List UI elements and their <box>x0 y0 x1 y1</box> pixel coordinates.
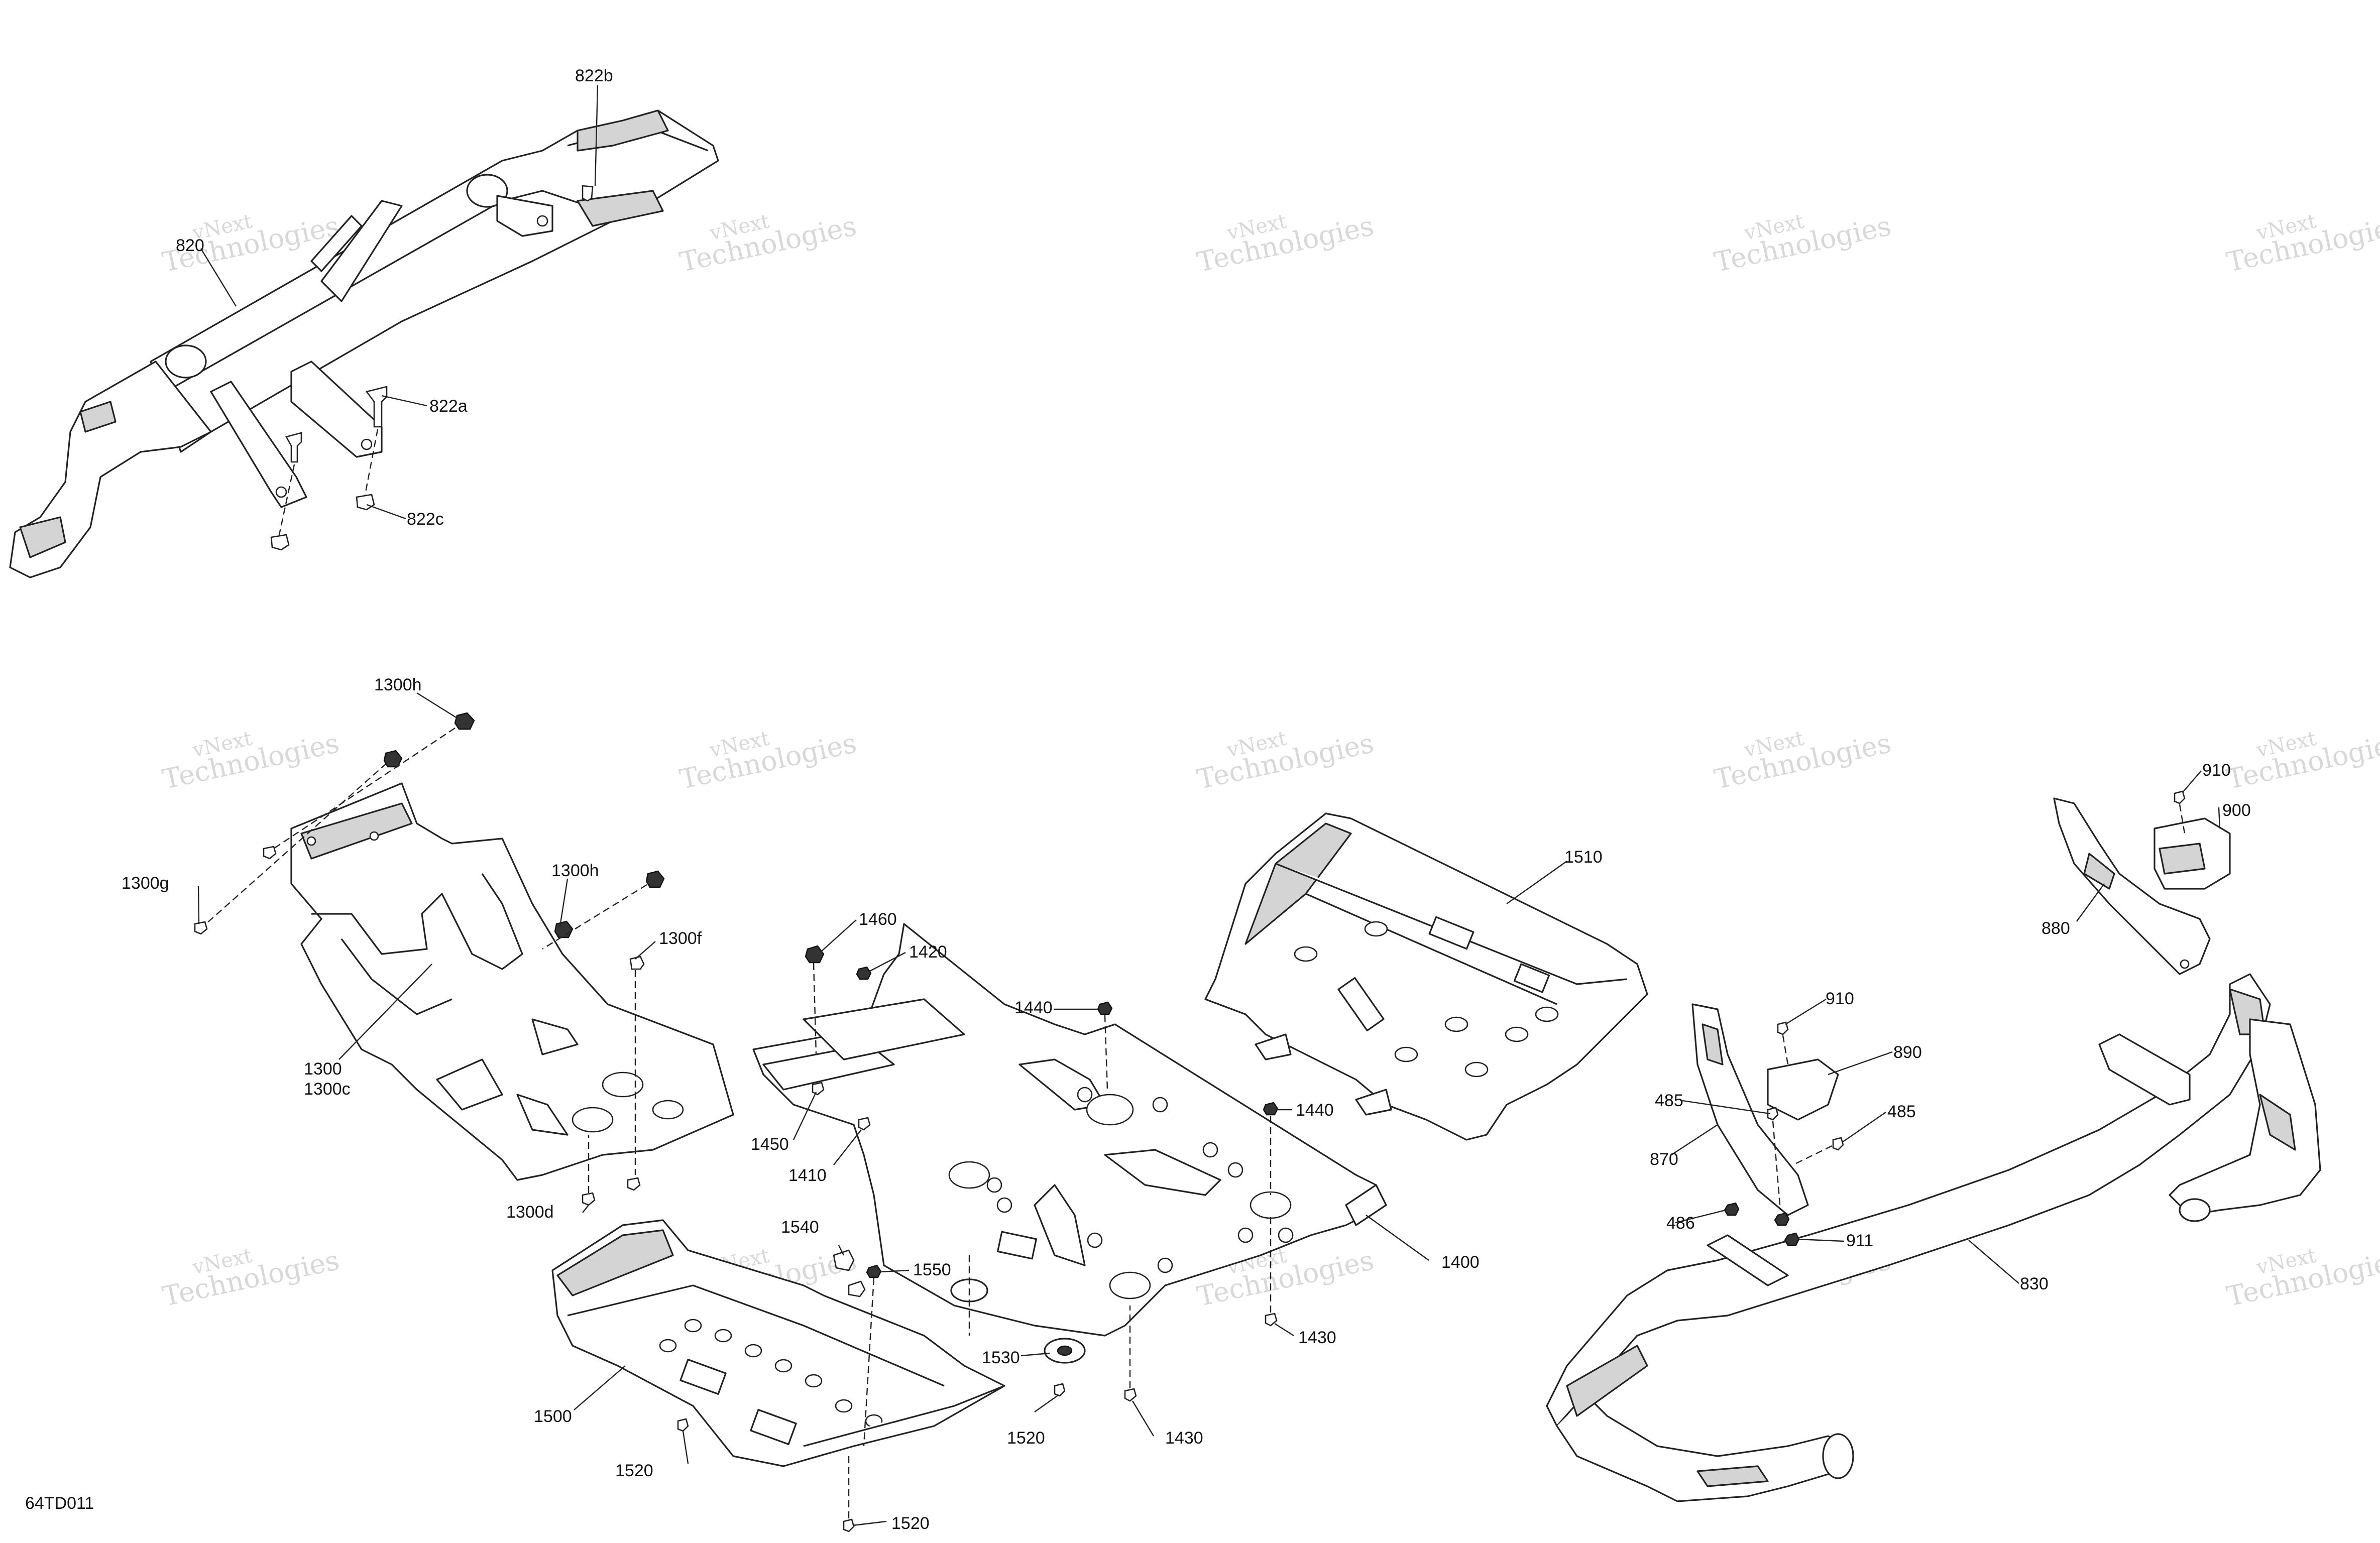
callout-1300[interactable]: 1300 <box>304 1059 342 1079</box>
callout-labels: 822b 820 822a 822c 1300h 1300g 1300h 130… <box>25 66 2251 1533</box>
callout-485-a[interactable]: 485 <box>1655 1091 1683 1110</box>
callout-1510[interactable]: 1510 <box>1564 848 1603 867</box>
part-830-tube[interactable] <box>1546 973 2321 1502</box>
fastener-1300-group[interactable] <box>194 712 665 1206</box>
callout-485-b[interactable]: 485 <box>1887 1102 1916 1121</box>
callout-822b[interactable]: 822b <box>575 66 613 85</box>
callout-1550[interactable]: 1550 <box>913 1260 951 1279</box>
callout-900[interactable]: 900 <box>2222 801 2251 820</box>
callout-910-mid[interactable]: 910 <box>1826 989 1854 1008</box>
part-1500-skid-plate[interactable] <box>551 1219 1005 1467</box>
callout-1300h-top[interactable]: 1300h <box>374 675 422 694</box>
callout-870[interactable]: 870 <box>1650 1150 1678 1169</box>
callout-822a[interactable]: 822a <box>429 397 468 416</box>
callout-1450[interactable]: 1450 <box>751 1135 789 1154</box>
callout-1440-top[interactable]: 1440 <box>1014 998 1053 1017</box>
callout-1300h-mid[interactable]: 1300h <box>551 861 599 880</box>
callout-880[interactable]: 880 <box>2042 919 2070 938</box>
part-1300-skid-plate[interactable] <box>290 782 734 1181</box>
callout-911[interactable]: 911 <box>1846 1231 1873 1250</box>
callout-820[interactable]: 820 <box>176 236 204 255</box>
callout-486[interactable]: 486 <box>1666 1214 1695 1233</box>
callout-1520-b[interactable]: 1520 <box>615 1461 653 1480</box>
callout-1500[interactable]: 1500 <box>534 1407 572 1426</box>
callout-1400[interactable]: 1400 <box>1441 1253 1480 1272</box>
part-820-frame[interactable] <box>9 109 719 578</box>
callout-1520-a[interactable]: 1520 <box>1007 1429 1045 1448</box>
part-1400-skid-plate[interactable] <box>752 923 1387 1337</box>
callout-890[interactable]: 890 <box>1893 1043 1922 1062</box>
callout-1410[interactable]: 1410 <box>788 1166 827 1185</box>
fastener-822-group[interactable] <box>270 185 594 551</box>
callout-822c[interactable]: 822c <box>407 510 444 529</box>
callout-1520-c[interactable]: 1520 <box>891 1514 930 1533</box>
part-1510-skid-plate[interactable] <box>1204 812 1648 1141</box>
callout-830[interactable]: 830 <box>2020 1274 2049 1293</box>
part-900-cover[interactable] <box>2154 790 2231 890</box>
callout-910-top[interactable]: 910 <box>2202 761 2231 780</box>
callout-1440-mid[interactable]: 1440 <box>1296 1101 1334 1120</box>
part-890-cover[interactable] <box>1767 1021 1839 1121</box>
leader-lines <box>197 85 2221 1526</box>
diagram-id-label: 64TD011 <box>25 1494 94 1513</box>
callout-1530[interactable]: 1530 <box>982 1348 1020 1367</box>
callout-1300g[interactable]: 1300g <box>122 874 169 893</box>
callout-1420[interactable]: 1420 <box>909 942 947 962</box>
fastener-1500-group[interactable] <box>677 1249 1086 1532</box>
callout-1300f[interactable]: 1300f <box>659 929 702 948</box>
callout-1430-a[interactable]: 1430 <box>1298 1328 1336 1347</box>
part-880-bracket[interactable] <box>2053 797 2211 975</box>
callout-1460[interactable]: 1460 <box>859 910 897 929</box>
callout-1300d[interactable]: 1300d <box>506 1203 554 1222</box>
callout-1300c[interactable]: 1300c <box>304 1080 351 1099</box>
callout-1540[interactable]: 1540 <box>781 1218 819 1237</box>
callout-1430-b[interactable]: 1430 <box>1165 1429 1203 1448</box>
